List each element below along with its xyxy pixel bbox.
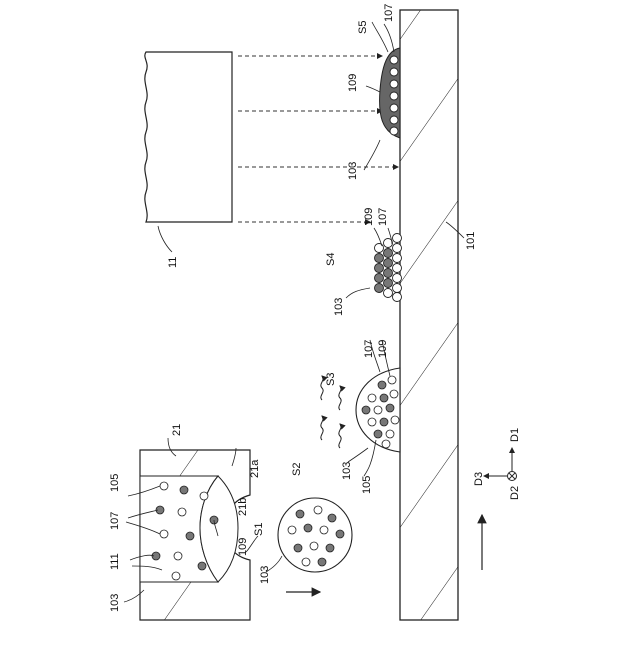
label-105-nozzle: 105 (109, 474, 121, 492)
label-103-s5: 103 (347, 162, 359, 180)
substrate-101 (400, 10, 458, 620)
label-105-s3: 105 (361, 476, 373, 494)
label-109-top: 109 (347, 74, 359, 92)
label-s2: S2 (291, 463, 303, 476)
label-s5: S5 (357, 21, 369, 34)
label-21a: 21a (249, 459, 261, 478)
label-101: 101 (465, 232, 477, 250)
label-103-s4: 103 (333, 298, 345, 316)
label-s4: S4 (325, 253, 337, 266)
label-109-s3: 109 (377, 340, 389, 358)
label-109-nozzle: 109 (237, 538, 249, 556)
label-107-s3: 107 (363, 340, 375, 358)
label-111: 111 (109, 553, 121, 570)
label-21b: 21b (237, 498, 249, 516)
label-103-s3: 103 (341, 462, 353, 480)
dashed-arrows (238, 56, 398, 222)
label-109-s4: 109 (363, 208, 375, 226)
label-21: 21 (171, 424, 183, 436)
nozzle-21 (140, 450, 250, 620)
droplet-s2 (278, 498, 352, 572)
label-s1: S1 (253, 523, 265, 536)
label-103-s2: 103 (259, 566, 271, 584)
cluster-s4 (375, 234, 402, 302)
axis-symbol (484, 448, 517, 481)
label-103-nozzle: 103 (109, 594, 121, 612)
label-107-s4: 107 (377, 208, 389, 226)
label-d3: D3 (473, 472, 485, 486)
label-107-nozzle: 107 (109, 512, 121, 530)
film-s5 (380, 48, 400, 138)
label-107-top: 107 (383, 4, 395, 22)
label-d2: D2 (509, 486, 521, 500)
label-s3: S3 (325, 373, 337, 386)
label-11: 11 (167, 257, 179, 268)
source-11 (145, 52, 232, 222)
label-d1: D1 (509, 428, 521, 442)
droplet-s3 (356, 368, 400, 452)
